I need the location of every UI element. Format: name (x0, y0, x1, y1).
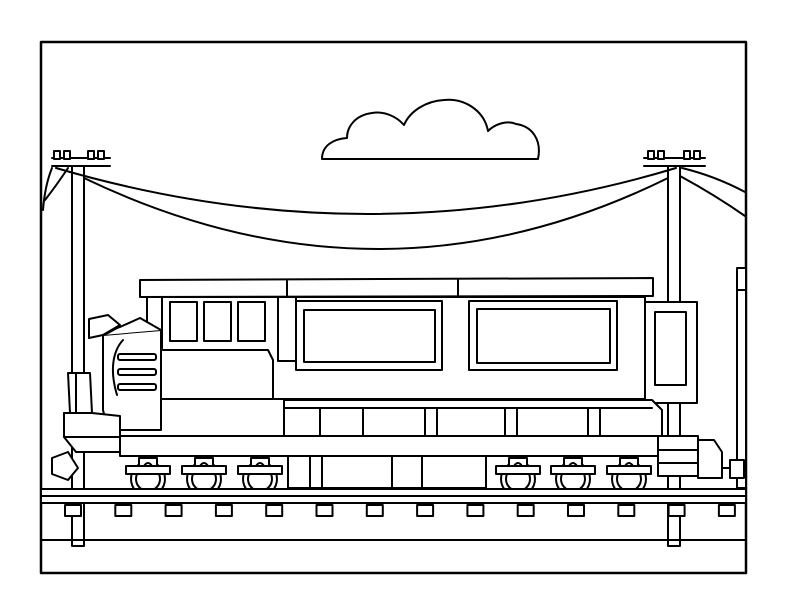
hood-panel (278, 297, 296, 361)
railroad-tie (317, 505, 333, 516)
rear-buffer (730, 460, 744, 478)
side-window (477, 309, 610, 363)
headlight-hood (89, 315, 120, 338)
grille-slat (118, 369, 156, 375)
railroad-tie (467, 505, 483, 516)
cab-window (238, 302, 265, 341)
fuel-tank (288, 456, 486, 488)
railroad-tie (417, 505, 433, 516)
power-lines (43, 168, 745, 249)
cab-window (204, 302, 231, 341)
front-coupler (52, 452, 78, 480)
rear-cab-window (655, 312, 686, 385)
wheel (182, 458, 226, 496)
railroad-tie (367, 505, 383, 516)
locomotive (52, 278, 744, 488)
underframe (120, 436, 658, 456)
railroad-tie (65, 505, 81, 516)
rear-coupler (698, 440, 722, 478)
railroad-tie (166, 505, 182, 516)
grille-slat (118, 384, 156, 390)
grille-slat (118, 354, 156, 360)
wheel-group-rear (496, 458, 651, 496)
wheel (496, 458, 540, 496)
cloud (322, 100, 539, 159)
running-board (284, 400, 662, 436)
wheel (551, 458, 595, 496)
cab-window (170, 302, 197, 341)
wheel (238, 458, 282, 496)
side-window (304, 310, 435, 362)
distant-structure (737, 268, 746, 488)
railroad-tie (518, 505, 534, 516)
railroad-tie (266, 505, 282, 516)
rail-track (41, 489, 746, 516)
railroad-tie (618, 505, 634, 516)
locomotive-roof (140, 278, 653, 297)
railroad-tie (115, 505, 131, 516)
railroad-tie (719, 505, 735, 516)
railroad-tie (568, 505, 584, 516)
railroad-tie (216, 505, 232, 516)
railroad-tie (669, 505, 685, 516)
rear-step (658, 436, 698, 476)
